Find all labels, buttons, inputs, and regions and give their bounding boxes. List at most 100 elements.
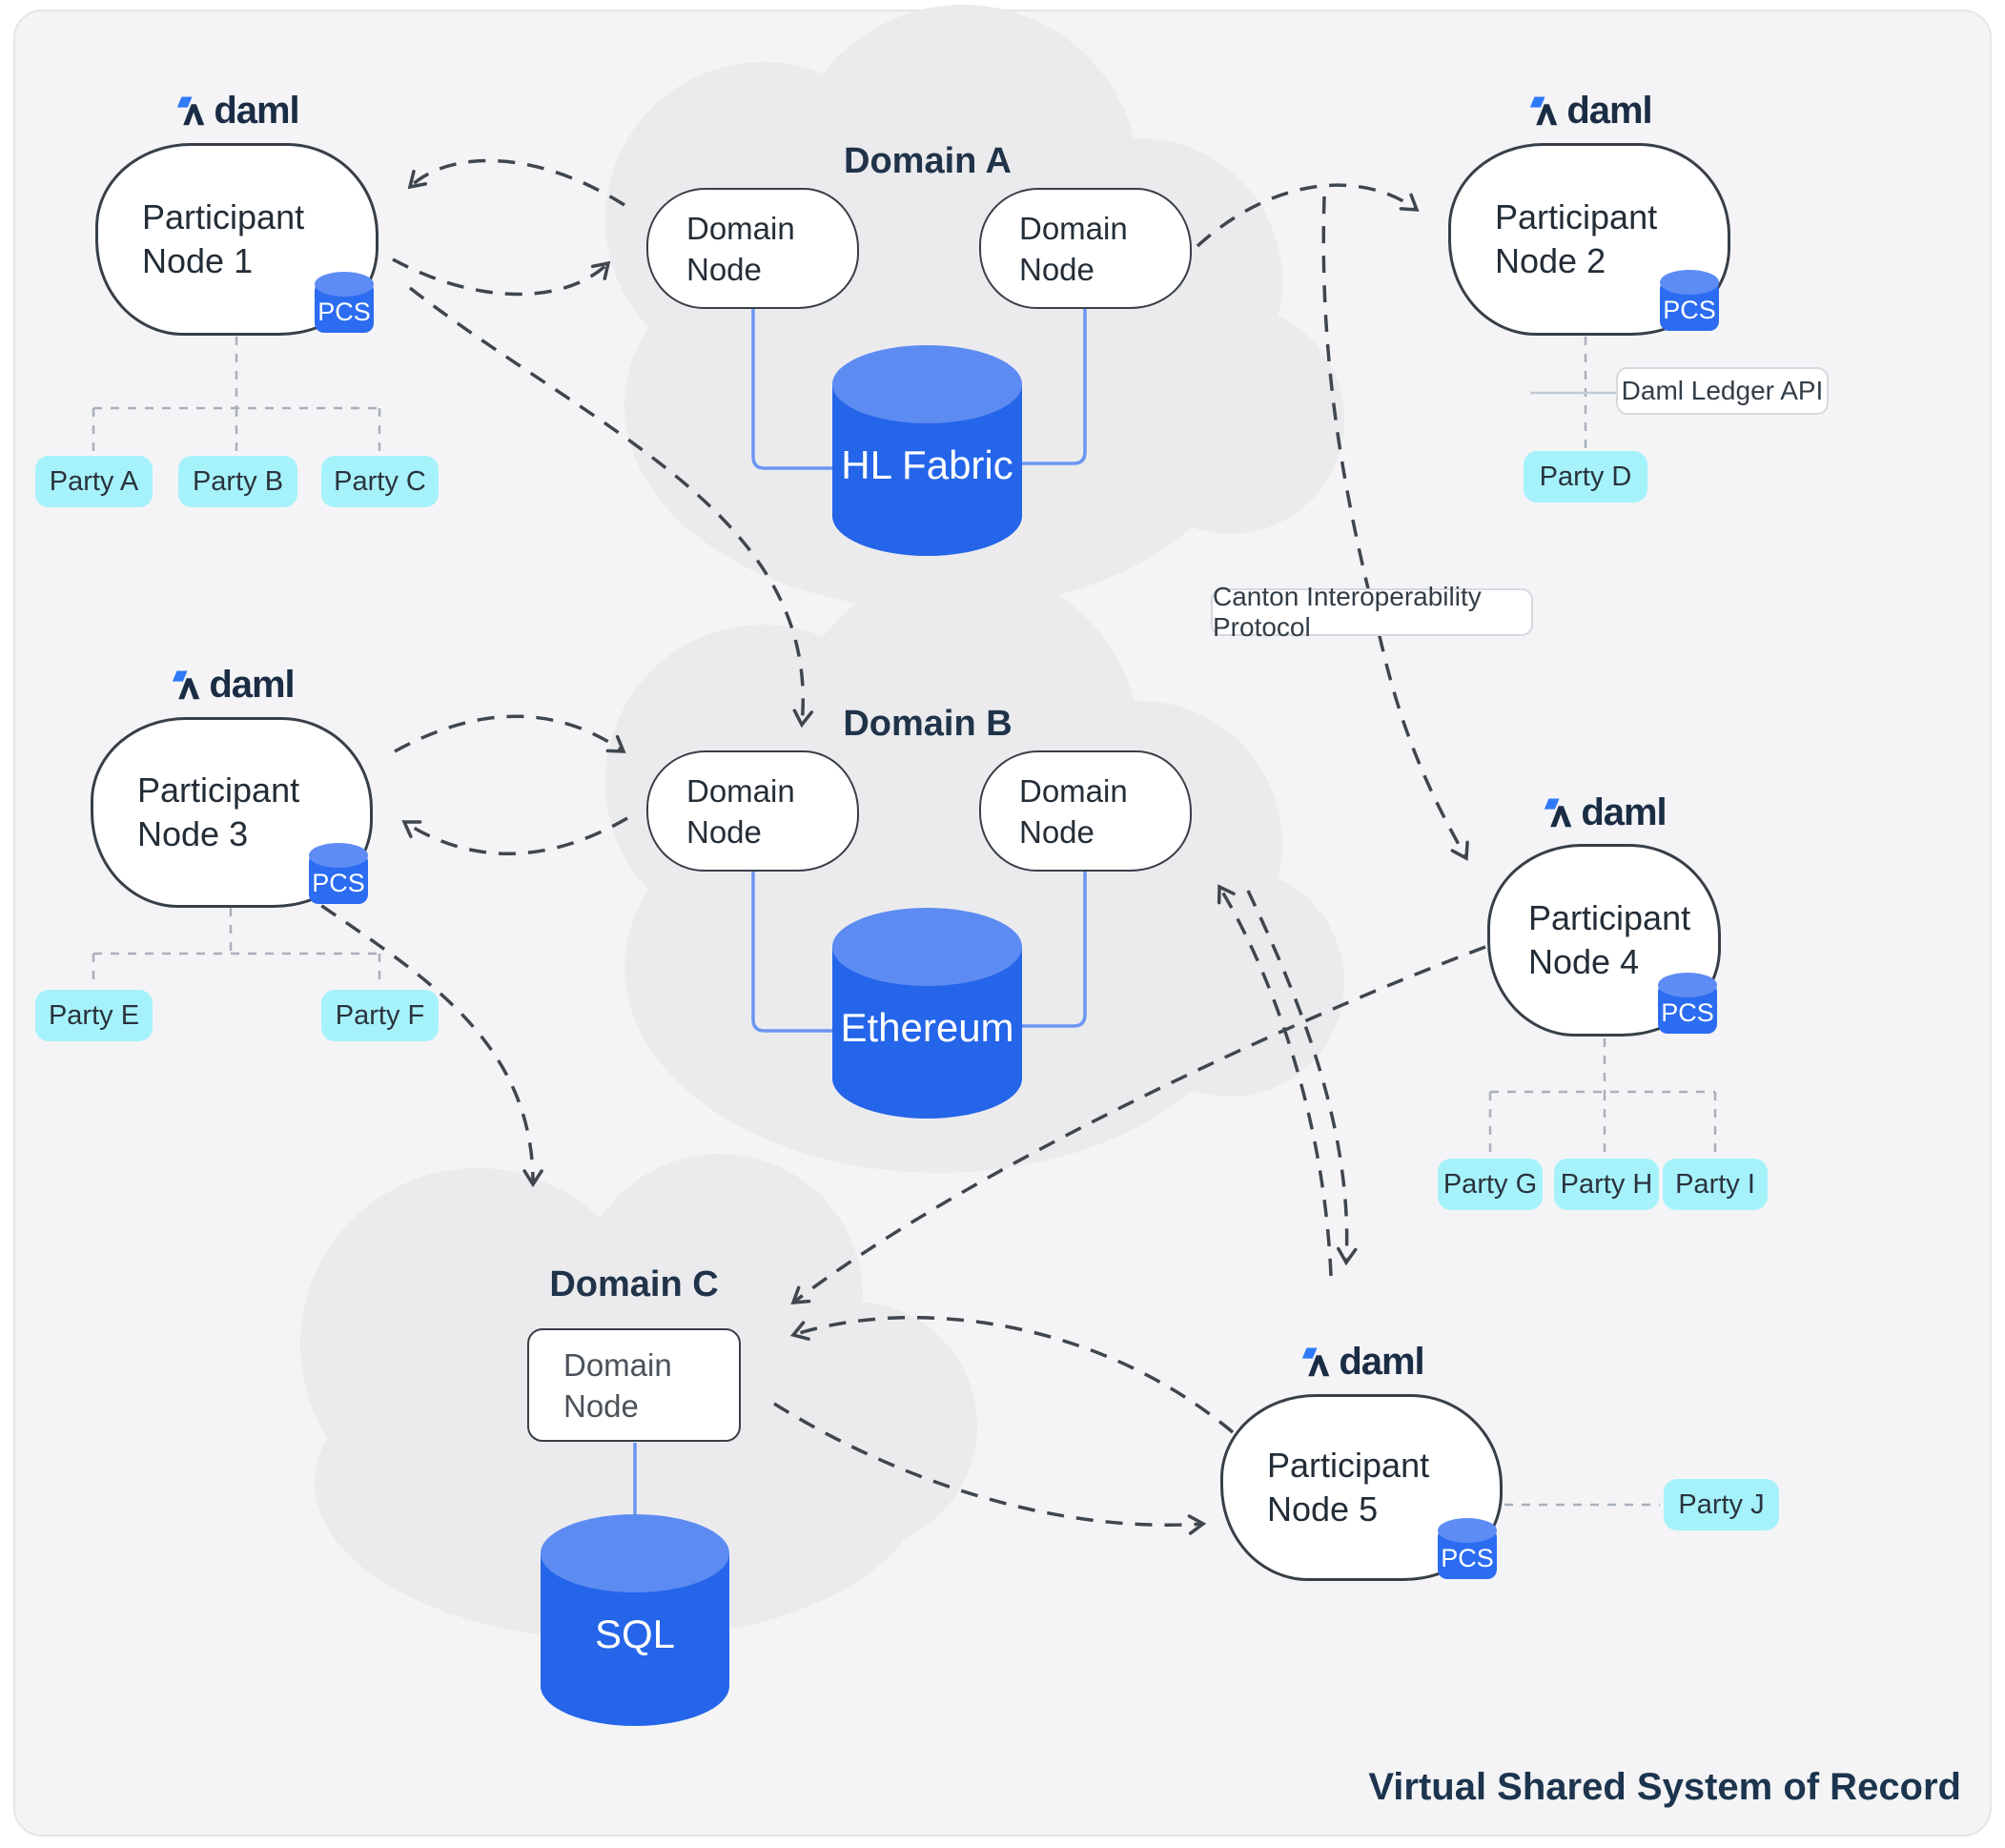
party-label: Party E xyxy=(48,999,140,1031)
daml-wordmark: daml xyxy=(1581,791,1667,833)
domain-node-label: Node xyxy=(563,1387,639,1424)
domain-node-label: Domain xyxy=(686,772,795,809)
link-domain-b-node2-ledger xyxy=(1021,872,1087,1028)
party-label: Party A xyxy=(49,465,139,497)
daml-lambda-icon xyxy=(1530,96,1558,126)
party-f: Party F xyxy=(321,990,439,1041)
arrow-domain-b-to-pn5 xyxy=(1246,890,1358,1266)
link-domain-a-node2-ledger xyxy=(1021,309,1087,465)
daml-logo: daml xyxy=(1518,90,1661,132)
arrow-domain-b-to-pn3 xyxy=(401,816,628,855)
pcs-badge-label: PCS xyxy=(1441,1544,1494,1572)
arrow-pn3-to-domain-b xyxy=(394,714,626,753)
daml-logo: daml xyxy=(1290,1340,1433,1383)
arrow-domain-a-to-pn2 xyxy=(1196,183,1420,248)
party-label: Party F xyxy=(335,999,425,1031)
party-b: Party B xyxy=(178,456,297,507)
domain-b-title: Domain B xyxy=(843,704,1013,744)
daml-logo: daml xyxy=(1532,791,1675,833)
link-domain-b-node1-ledger xyxy=(751,872,833,1033)
party-label: Party H xyxy=(1560,1168,1653,1200)
arrow-pn5-to-domain-c xyxy=(789,1315,1235,1434)
domain-c-cloud xyxy=(300,1154,977,1640)
daml-ledger-api-label: Daml Ledger API xyxy=(1616,367,1829,415)
party-a: Party A xyxy=(35,456,153,507)
ledger-label: HL Fabric xyxy=(841,441,1013,487)
pcs-badge-label: PCS xyxy=(317,298,371,326)
participant-node-label: Participant xyxy=(137,770,300,810)
participant-node-2: Participant Node 2 xyxy=(1448,143,1730,336)
party-label: Party G xyxy=(1442,1168,1538,1200)
pcs-badge-label: PCS xyxy=(1661,998,1714,1027)
sql-database-icon: SQL xyxy=(541,1514,729,1726)
arrow-domain-c-to-pn5 xyxy=(773,1402,1207,1535)
arrow-pn1-to-domain-b xyxy=(408,286,814,729)
party-h: Party H xyxy=(1554,1159,1659,1210)
participant-node-label: Participant xyxy=(1267,1446,1430,1485)
ledger-label: Ethereum xyxy=(840,1004,1014,1050)
party-e: Party E xyxy=(35,990,153,1041)
hl-fabric-database-icon: HL Fabric xyxy=(832,345,1022,556)
daml-logo: daml xyxy=(165,89,308,132)
pn2-party-tree xyxy=(1530,337,1618,448)
ledger-label: SQL xyxy=(594,1612,676,1657)
pcs-badge-label: PCS xyxy=(1663,296,1716,324)
domain-node-label: Domain xyxy=(686,210,795,246)
ethereum-database-icon: Ethereum xyxy=(832,908,1022,1119)
domain-node-label: Domain xyxy=(1019,772,1128,809)
arrow-pn3-to-domain-c xyxy=(296,887,543,1188)
domain-c-title: Domain C xyxy=(549,1264,719,1304)
party-g: Party G xyxy=(1438,1159,1543,1210)
domain-node-label: Node xyxy=(1019,251,1095,287)
canton-interoperability-protocol-label: Canton Interoperability Protocol xyxy=(1211,582,1533,642)
domain-node-label: Node xyxy=(686,813,762,850)
participant-node-label: Node 3 xyxy=(137,814,249,853)
virtual-shared-system-title: Virtual Shared System of Record xyxy=(1368,1766,1961,1808)
pcs-store-icon: PCS xyxy=(315,272,374,333)
domain-node-label: Domain xyxy=(1019,210,1128,246)
domain-node-label: Domain xyxy=(563,1346,672,1383)
canton-label-text: Canton Interoperability Protocol xyxy=(1213,582,1482,642)
participant-node-label: Node 5 xyxy=(1267,1489,1379,1529)
pcs-store-icon: PCS xyxy=(1438,1518,1497,1579)
participant-node-label: Participant xyxy=(1528,898,1691,937)
domain-a-node-1: Domain Node xyxy=(646,188,859,309)
daml-wordmark: daml xyxy=(209,663,295,706)
daml-lambda-icon xyxy=(1545,798,1572,828)
participant-node-label: Participant xyxy=(1495,197,1658,236)
pcs-badge-label: PCS xyxy=(312,869,365,897)
participant-node-label: Node 1 xyxy=(142,241,254,280)
arrow-domain-a-to-pn1 xyxy=(407,158,625,207)
party-d: Party D xyxy=(1524,451,1647,503)
link-domain-a-node1-ledger xyxy=(751,309,833,470)
party-label: Party D xyxy=(1539,461,1632,492)
pn4-party-tree xyxy=(1488,1038,1717,1155)
party-label: Party B xyxy=(192,465,284,497)
daml-wordmark: daml xyxy=(1339,1340,1424,1383)
domain-a-title: Domain A xyxy=(844,141,1012,181)
domain-node-label: Node xyxy=(1019,813,1095,850)
pcs-store-icon: PCS xyxy=(1660,270,1719,331)
daml-ledger-api-text: Daml Ledger API xyxy=(1621,376,1824,405)
domain-node-label: Node xyxy=(686,251,762,287)
pn1-party-tree xyxy=(92,337,381,452)
daml-lambda-icon xyxy=(177,96,205,126)
party-i: Party I xyxy=(1663,1159,1768,1210)
participant-node-label: Participant xyxy=(142,197,305,236)
daml-wordmark: daml xyxy=(214,89,299,132)
domain-b-node-1: Domain Node xyxy=(646,750,859,872)
domain-c-node: Domain Node xyxy=(527,1328,741,1442)
daml-logo: daml xyxy=(160,663,303,706)
pcs-store-icon: PCS xyxy=(309,843,368,904)
domain-a-node-2: Domain Node xyxy=(979,188,1192,309)
daml-lambda-icon xyxy=(173,670,200,700)
arrow-pn5-to-domain-b xyxy=(1217,884,1333,1277)
participant-node-label: Node 2 xyxy=(1495,241,1606,280)
party-label: Party J xyxy=(1678,1489,1765,1520)
party-label: Party I xyxy=(1675,1168,1755,1200)
arrow-pn4-to-domain-c xyxy=(790,945,1486,1304)
party-label: Party C xyxy=(334,465,426,497)
daml-lambda-icon xyxy=(1302,1347,1330,1377)
party-c: Party C xyxy=(321,456,439,507)
